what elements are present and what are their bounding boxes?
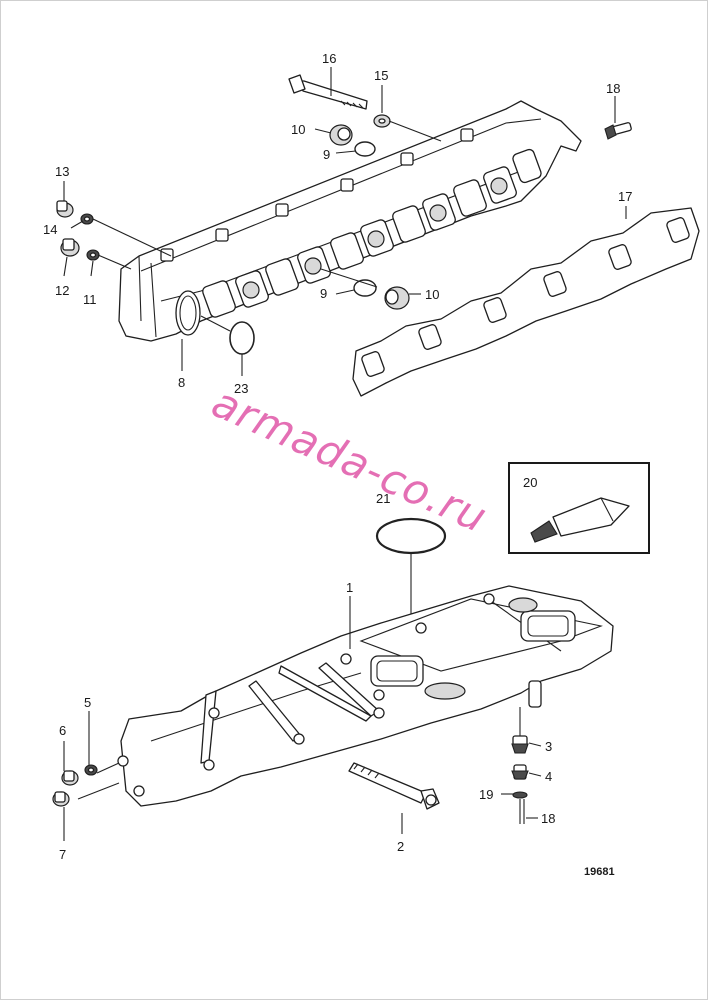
plug-6 xyxy=(61,770,79,786)
plug-7 xyxy=(52,791,70,807)
gasket-17 xyxy=(352,207,700,397)
callout-22: 21 xyxy=(376,491,390,506)
callout-12: 12 xyxy=(55,283,69,298)
leader-lines-lower xyxy=(63,596,542,841)
callout-7: 7 xyxy=(59,847,66,862)
callout-18: 18 xyxy=(606,81,620,96)
callout-19: 18 xyxy=(541,811,555,826)
callout-20: 19 xyxy=(479,787,493,802)
hose-19 xyxy=(519,799,525,824)
watermark-text: armada-co.ru xyxy=(205,377,495,542)
sealant-inset xyxy=(508,462,650,554)
plug-10-top xyxy=(329,124,353,146)
plug-10-lower xyxy=(384,286,410,310)
o-ring-9-lower xyxy=(353,279,377,297)
exhaust-manifold xyxy=(118,100,582,342)
callout-8: 8 xyxy=(178,375,185,390)
plug-13 xyxy=(56,200,74,218)
figure-reference-number: 19681 xyxy=(584,866,615,878)
o-ring-9-top xyxy=(354,141,376,157)
callout-11: 11 xyxy=(83,292,97,307)
callout-10-top: 10 xyxy=(291,122,305,137)
callout-17: 17 xyxy=(618,189,632,204)
fitting-18 xyxy=(604,122,632,140)
bolt-2 xyxy=(348,762,440,810)
inlet-port-front xyxy=(370,655,424,687)
callout-5: 5 xyxy=(84,695,91,710)
callout-1: 1 xyxy=(346,580,353,595)
manifold-bosses xyxy=(160,128,474,262)
callout-23: 23 xyxy=(234,381,248,396)
inlet-bolt-holes xyxy=(117,593,495,797)
callout-13: 13 xyxy=(55,164,69,179)
callout-3: 3 xyxy=(545,739,552,754)
callout-4: 4 xyxy=(545,769,552,784)
callout-14: 14 xyxy=(43,222,57,237)
plug-3 xyxy=(511,735,529,754)
washer-20 xyxy=(512,791,528,799)
bolt-16 xyxy=(288,74,368,110)
inlet-manifold xyxy=(117,585,614,807)
exhaust-ports xyxy=(202,148,542,318)
inlet-port-rear xyxy=(520,610,576,642)
callout-labels: 16 15 18 10 9 13 14 17 12 11 9 10 8 23 2… xyxy=(43,51,632,862)
callout-21: 20 xyxy=(523,475,537,490)
leader-lines-upper xyxy=(63,67,627,376)
callout-9-top: 9 xyxy=(323,147,330,162)
callout-6: 6 xyxy=(59,723,66,738)
callout-10-lower: 10 xyxy=(425,287,439,302)
callout-16: 16 xyxy=(322,51,336,66)
seal-23 xyxy=(229,321,255,355)
sealant-tube-21 xyxy=(530,497,630,543)
callout-2: 2 xyxy=(397,839,404,854)
o-ring-22 xyxy=(375,517,447,555)
callout-15: 15 xyxy=(374,68,388,83)
fitting-4 xyxy=(511,764,529,780)
callout-9-lower: 9 xyxy=(320,286,327,301)
plug-12 xyxy=(60,238,80,257)
